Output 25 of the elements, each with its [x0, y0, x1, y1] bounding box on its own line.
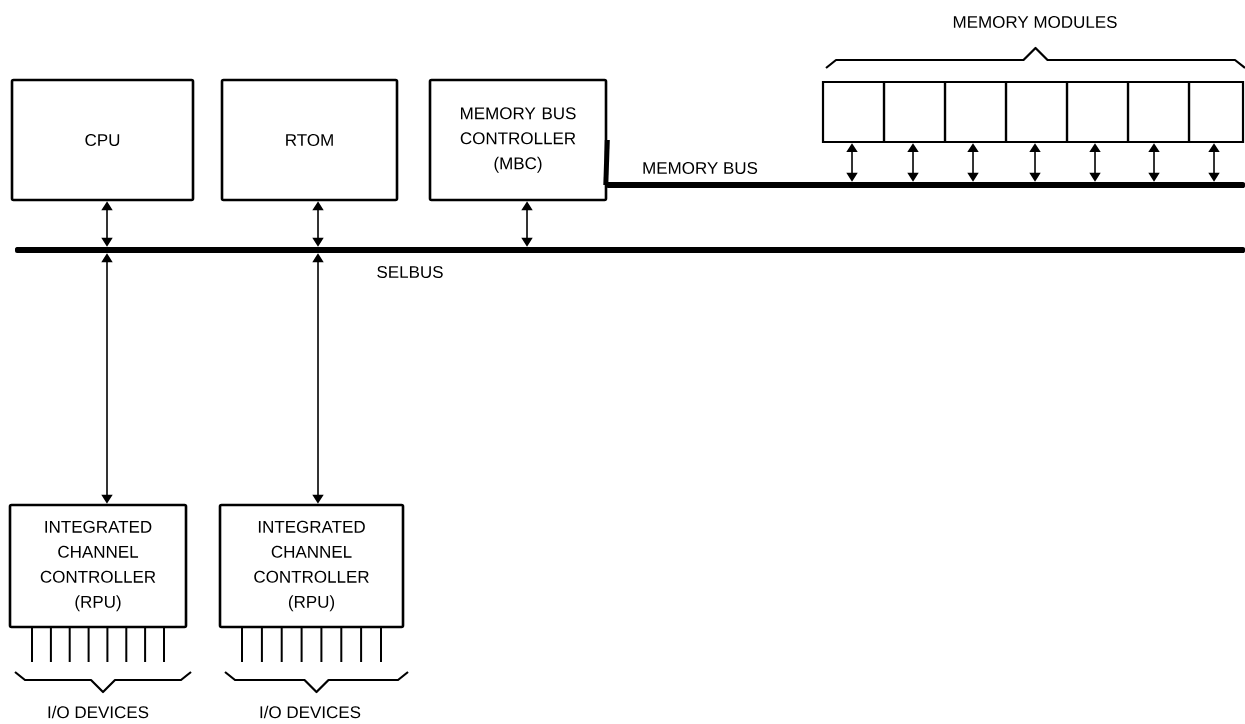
- memory-module-box: [882, 80, 947, 144]
- process-box: CPU: [10, 78, 195, 202]
- group-label: I/O DEVICES: [260, 705, 361, 719]
- memory-module-box: [1004, 80, 1069, 144]
- bus-label: SELBUS: [377, 266, 443, 278]
- arrow: [1089, 143, 1101, 182]
- process-box: RTOM: [220, 78, 399, 202]
- arrow: [1208, 143, 1220, 182]
- process-box: MEMORY BUS CONTROLLER (MBC): [428, 78, 608, 202]
- process-box: INTEGRATED CHANNEL CONTROLLER (RPU): [8, 503, 188, 629]
- memory-module-box: [943, 80, 1008, 144]
- group-label: I/O DEVICES: [48, 705, 149, 719]
- arrow: [846, 143, 858, 182]
- arrow: [1148, 143, 1160, 182]
- arrow: [1029, 143, 1041, 182]
- arrow: [967, 143, 979, 182]
- arrow: [907, 143, 919, 182]
- bus-label: MEMORY BUS: [643, 162, 758, 174]
- group-label: MEMORY MODULES: [953, 16, 1117, 28]
- memory-module-box: [1065, 80, 1130, 144]
- memory-module-box: [1126, 80, 1191, 144]
- memory-module-box: [821, 80, 886, 144]
- memory-module-box: [1187, 80, 1245, 144]
- process-box: INTEGRATED CHANNEL CONTROLLER (RPU): [218, 503, 405, 629]
- connector-line: [603, 139, 610, 186]
